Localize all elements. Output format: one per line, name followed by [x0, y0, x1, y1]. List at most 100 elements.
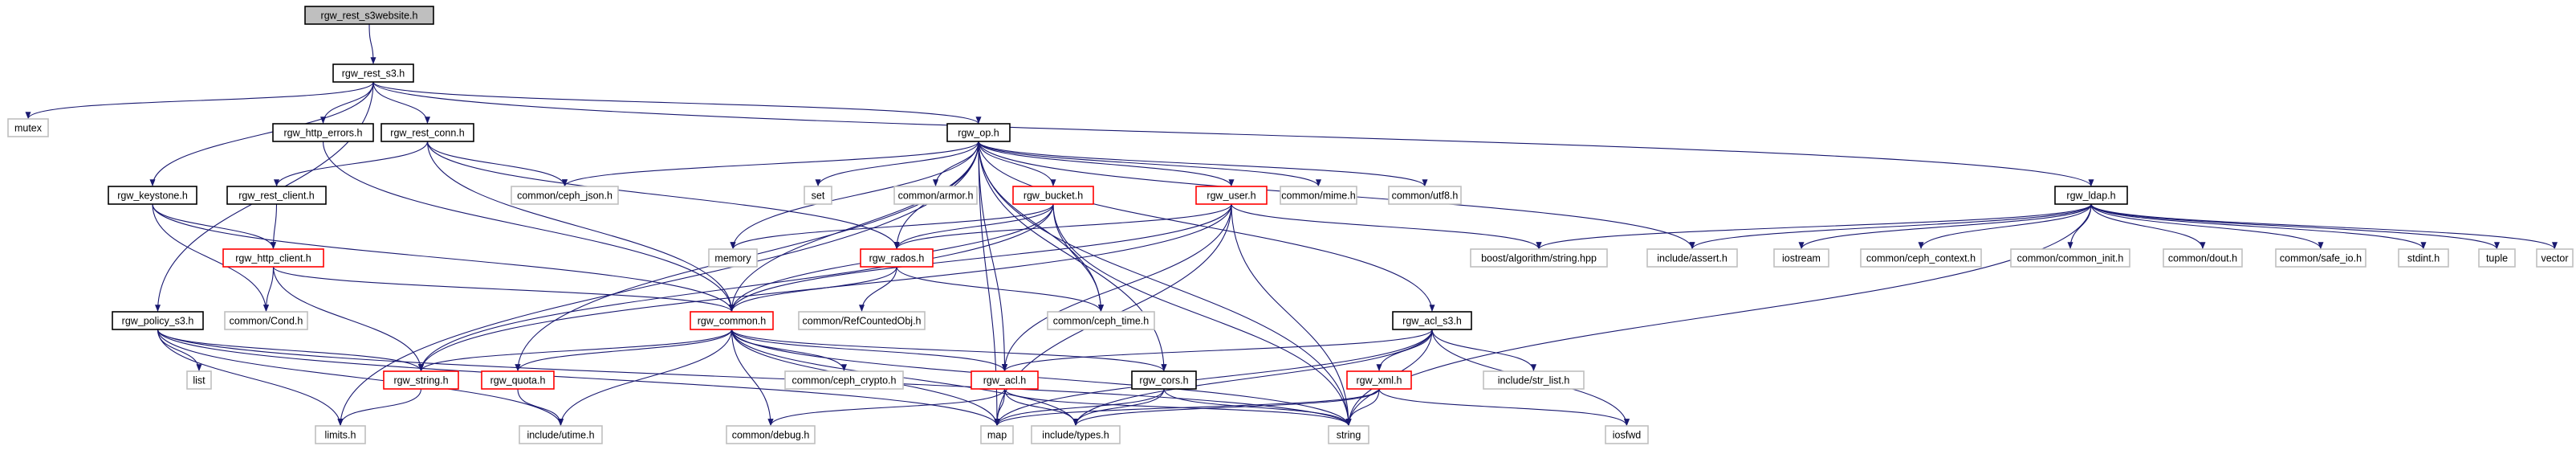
node-rgw_rados[interactable]: rgw_rados.h [860, 248, 934, 268]
node-rgw_rest_s3website[interactable]: rgw_rest_s3website.h [304, 6, 434, 25]
node-debug-label: common/debug.h [732, 430, 810, 441]
edge-rgw_user-to-rgw_common [729, 203, 1232, 313]
edge-rgw_string-to-limits [337, 388, 422, 427]
node-rgw_xml[interactable]: rgw_xml.h [1346, 370, 1412, 390]
edge-rgw_acl_s3-to-rgw_acl [1002, 329, 1433, 372]
edge-rgw_xml-to-iosfwd [1378, 388, 1630, 427]
edge-rgw_op-to-rgw_acl [978, 141, 1008, 372]
node-rgw_acl[interactable]: rgw_acl.h [971, 370, 1039, 390]
node-safe_io: common/safe_io.h [2275, 248, 2366, 268]
node-rgw_policy_s3[interactable]: rgw_policy_s3.h [112, 311, 204, 330]
edge-rgw_op-to-rgw_acl_s3 [978, 141, 1435, 313]
node-vector-label: vector [2541, 253, 2568, 264]
edge-rgw_cors-to-map [994, 388, 1165, 427]
edge-rgw_user-to-string [1231, 203, 1352, 427]
node-tuple-box [2478, 248, 2516, 268]
node-rgw_op-label: rgw_op.h [958, 128, 999, 139]
node-iostream: iostream [1773, 248, 1829, 268]
edge-rgw_http_errors-to-rgw_common [322, 141, 735, 313]
edge-rgw_policy_s3-to-list [157, 329, 202, 372]
node-rgw_http_client[interactable]: rgw_http_client.h [222, 248, 324, 268]
node-rgw_op[interactable]: rgw_op.h [946, 123, 1011, 142]
node-rgw_rest_conn-label: rgw_rest_conn.h [390, 128, 464, 139]
node-iostream-label: iostream [1782, 253, 1821, 264]
node-set: set [804, 186, 832, 205]
node-ceph_crypto: common/ceph_crypto.h [784, 370, 904, 390]
edge-rgw_op-to-rgw_common [729, 141, 979, 313]
node-rgw_user-label: rgw_user.h [1207, 190, 1255, 202]
node-safe_io-box [2275, 248, 2366, 268]
node-rgw_http_errors[interactable]: rgw_http_errors.h [272, 123, 374, 142]
node-ceph_context: common/ceph_context.h [1860, 248, 1982, 268]
edge-rgw_rest_s3-to-rgw_ldap [372, 81, 2094, 187]
node-rgw_string[interactable]: rgw_string.h [383, 370, 459, 390]
node-refcounted-box [798, 311, 926, 330]
node-memory-box [708, 248, 758, 268]
node-rgw_rest_conn-box [380, 123, 474, 142]
node-list-label: list [193, 375, 206, 387]
node-rgw_rest_conn[interactable]: rgw_rest_conn.h [380, 123, 474, 142]
node-limits-label: limits.h [325, 430, 356, 441]
node-armor-label: common/armor.h [898, 190, 974, 202]
edge-rgw_op-to-rgw_user [978, 141, 1235, 187]
edge-rgw_common-to-rgw_cors [730, 329, 1167, 372]
node-rgw_http_errors-label: rgw_http_errors.h [284, 128, 363, 139]
edge-rgw_op-to-mime [978, 141, 1321, 187]
node-ceph_context-box [1860, 248, 1982, 268]
node-string-box [1328, 425, 1369, 444]
edge-rgw_op-to-memory [730, 141, 979, 250]
node-rgw_rest_client-box [226, 186, 327, 205]
node-rgw_common[interactable]: rgw_common.h [690, 311, 774, 330]
node-rgw_bucket[interactable]: rgw_bucket.h [1012, 186, 1094, 205]
node-utf8: common/utf8.h [1388, 186, 1462, 205]
node-rgw_xml-box [1346, 370, 1412, 390]
edge-rgw_rados-to-rgw_common [729, 266, 897, 313]
node-refcounted-label: common/RefCountedObj.h [803, 316, 922, 327]
node-rgw_acl-box [971, 370, 1039, 390]
node-memory-label: memory [714, 253, 751, 264]
node-stdint-box [2398, 248, 2449, 268]
node-rgw_bucket-box [1012, 186, 1094, 205]
edge-rgw_op-to-utf8 [978, 141, 1428, 187]
node-rgw_rest_s3[interactable]: rgw_rest_s3.h [332, 63, 414, 83]
node-string_hpp-box [1470, 248, 1608, 268]
edge-rgw_common-to-rgw_quota [515, 329, 733, 372]
node-rgw_acl-label: rgw_acl.h [983, 375, 1027, 387]
edge-rgw_cors-to-types [1072, 388, 1165, 427]
node-tuple-label: tuple [2486, 253, 2508, 264]
node-rgw_cors-label: rgw_cors.h [1139, 375, 1188, 387]
node-ceph_time-label: common/ceph_time.h [1053, 316, 1150, 327]
node-stdint: stdint.h [2398, 248, 2449, 268]
node-rgw_quota[interactable]: rgw_quota.h [481, 370, 555, 390]
edge-rgw_policy_s3-to-utime [157, 329, 564, 427]
edge-rgw_rest_s3website-to-rgw_rest_s3 [368, 23, 376, 65]
edge-rgw_ldap-to-assert [1689, 203, 2092, 250]
edges-layer [25, 23, 2558, 427]
node-mutex: mutex [7, 118, 49, 137]
node-cond-box [224, 311, 308, 330]
node-common_init: common/common_init.h [2010, 248, 2130, 268]
node-rgw_user[interactable]: rgw_user.h [1195, 186, 1268, 205]
node-debug: common/debug.h [726, 425, 816, 444]
node-rgw_ldap[interactable]: rgw_ldap.h [2054, 186, 2128, 205]
node-set-box [804, 186, 832, 205]
node-vector-box [2536, 248, 2574, 268]
edge-rgw_bucket-to-string [1052, 203, 1352, 427]
edge-rgw_user-to-rgw_rados [893, 203, 1232, 250]
node-rgw_cors[interactable]: rgw_cors.h [1131, 370, 1197, 390]
node-rgw_ldap-label: rgw_ldap.h [2066, 190, 2115, 202]
edge-rgw_ldap-to-dout [2090, 203, 2206, 250]
node-mime: common/mime.h [1280, 186, 1357, 205]
node-rgw_keystone[interactable]: rgw_keystone.h [108, 186, 197, 205]
node-rgw_acl_s3[interactable]: rgw_acl_s3.h [1392, 311, 1472, 330]
node-rgw_rest_client[interactable]: rgw_rest_client.h [226, 186, 327, 205]
edge-rgw_rados-to-ceph_time [896, 266, 1104, 313]
node-rgw_user-box [1195, 186, 1268, 205]
node-rgw_string-label: rgw_string.h [393, 375, 448, 387]
node-rgw_keystone-box [108, 186, 197, 205]
edge-rgw_acl-to-types [1003, 388, 1079, 427]
edge-rgw_rados-to-refcounted [858, 266, 897, 313]
node-ceph_crypto-box [784, 370, 904, 390]
